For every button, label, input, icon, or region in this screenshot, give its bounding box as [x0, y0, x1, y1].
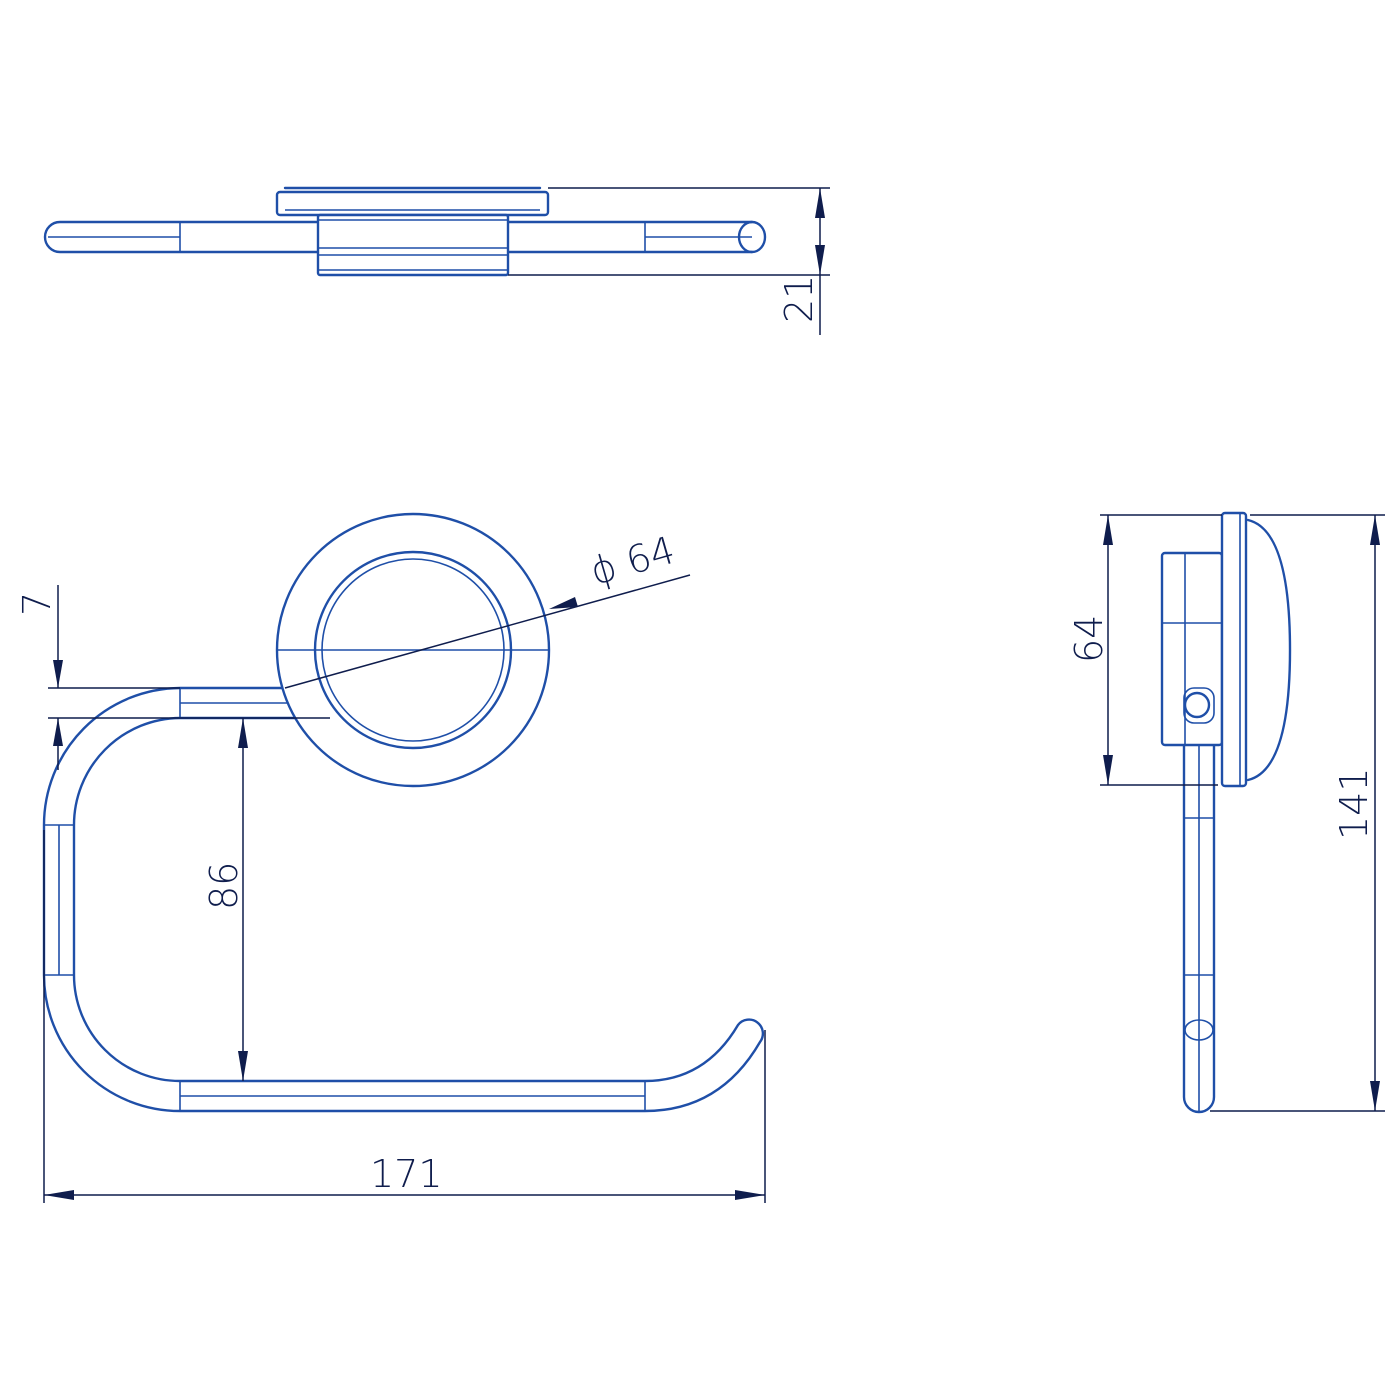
dimension-7: 7	[15, 585, 330, 770]
side-view: 64 141	[1067, 511, 1385, 1114]
wire-hook	[42, 686, 765, 1113]
dimension-label-64: 64	[1067, 615, 1111, 663]
dimension-label-diameter-64: ϕ 64	[585, 528, 679, 594]
dimension-label-21: 21	[777, 275, 821, 323]
dimension-21: 21	[508, 187, 830, 335]
dimension-label-171: 171	[370, 1152, 443, 1196]
dimension-label-7: 7	[15, 592, 59, 616]
mount-body-top	[316, 213, 510, 277]
mount-plate-top	[275, 186, 550, 217]
mount-plate-side	[1220, 511, 1292, 788]
dimension-171: 171	[43, 830, 766, 1203]
round-plate	[275, 512, 551, 788]
dimension-label-86: 86	[202, 862, 246, 910]
dimension-64: 64	[1067, 514, 1222, 786]
dimension-141: 141	[1210, 514, 1385, 1112]
rod-side	[1182, 743, 1216, 1114]
top-view: 21	[43, 186, 830, 335]
dimension-label-141: 141	[1332, 767, 1376, 840]
dimension-86: 86	[202, 718, 248, 1081]
front-view: ϕ 64 7 86 171	[15, 512, 766, 1203]
